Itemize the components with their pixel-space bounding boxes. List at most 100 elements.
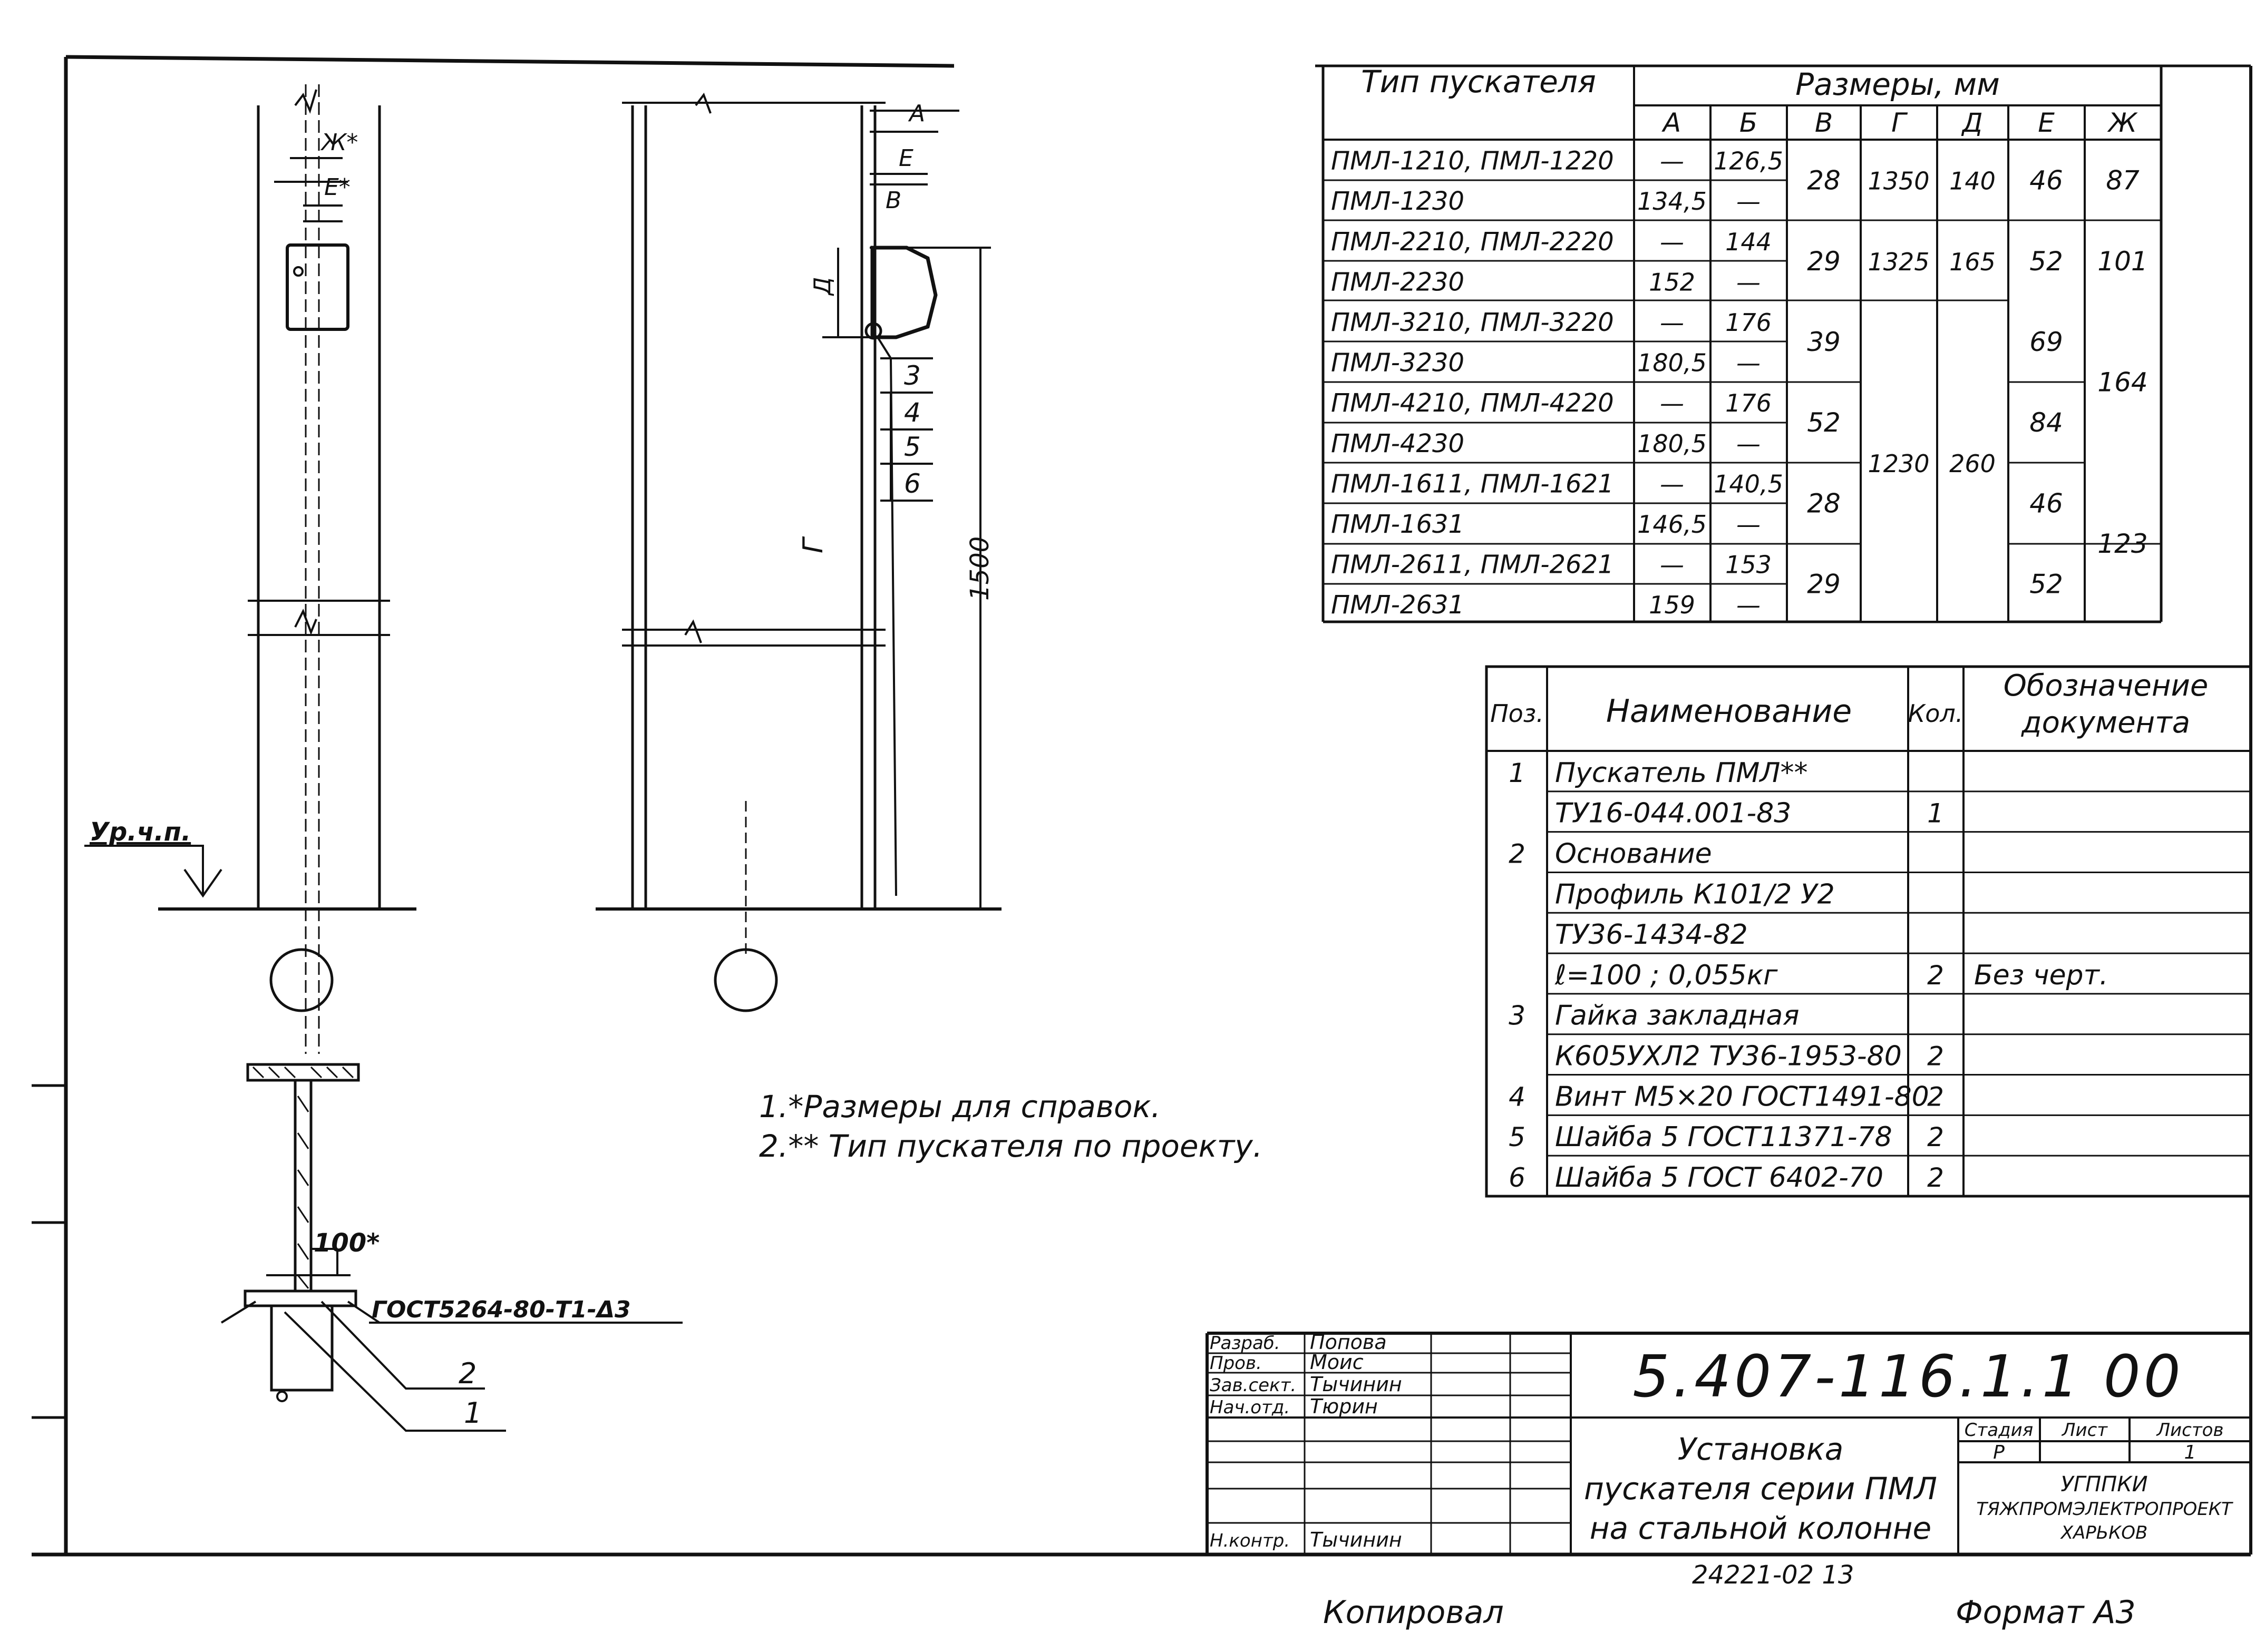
dim-zh-cell: 123 [2097, 529, 2147, 559]
spec-pos-cell: 6 [1509, 1162, 1525, 1193]
ground-terminal-circle [714, 948, 778, 1012]
dim-g-cell: 1350 [1868, 167, 1929, 195]
spec-qty-cell: 2 [1927, 1081, 1944, 1112]
spec-qty-cell: 1 [1927, 798, 1944, 829]
signature-role: Н.контр. [1210, 1530, 1290, 1551]
spec-name-cell: Основание [1555, 838, 1712, 869]
callout-4: 4 [904, 397, 921, 428]
weld-note: ГОСТ5264-80-Т1-Δ3 [372, 1296, 631, 1323]
dim-b-cell: 176 [1725, 308, 1772, 337]
starter-type-cell: ПМЛ-4210, ПМЛ-4220 [1331, 388, 1614, 418]
starter-type-cell: ПМЛ-2230 [1331, 267, 1464, 297]
dim-e-cell: 52 [2029, 569, 2063, 600]
col-v: В [1815, 107, 1833, 138]
signature-name: Моис [1310, 1351, 1364, 1374]
spec-header-doc-1: Обозначение [2004, 669, 2209, 703]
sheets-value: 1 [2184, 1442, 2196, 1463]
signature-role: Нач.отд. [1210, 1397, 1290, 1418]
spec-header-qty: Кол. [1908, 699, 1963, 728]
spec-header-pos: Поз. [1490, 699, 1544, 728]
starter-type-cell: ПМЛ-4230 [1331, 429, 1464, 458]
spec-name-cell: Шайба 5 ГОСТ 6402-70 [1555, 1162, 1883, 1194]
spec-name-cell: Винт М5×20 ГОСТ1491-80 [1555, 1081, 1929, 1112]
org-line-3: ХАРЬКОВ [2060, 1522, 2148, 1543]
stage-label: Стадия [1965, 1420, 2033, 1441]
spec-pos-cell: 4 [1509, 1081, 1525, 1112]
side-dim-a: А [908, 100, 925, 127]
dim-v-cell: 52 [1807, 407, 1841, 438]
signature-role: Разраб. [1210, 1333, 1280, 1354]
dim-d-cell: 165 [1949, 248, 1996, 276]
spec-pos-cell: 3 [1509, 1001, 1525, 1031]
dim-e-cell: 52 [2029, 246, 2063, 277]
signature-role: Зав.сект. [1210, 1375, 1296, 1396]
spec-qty-cell: 2 [1927, 960, 1944, 991]
dim-a-cell: 180,5 [1637, 349, 1707, 377]
spec-pos-cell: 1 [1509, 758, 1525, 788]
spec-qty-cell: 2 [1927, 1122, 1944, 1152]
dim-d-cell: 260 [1949, 449, 1996, 478]
dim-b-cell: 140,5 [1714, 470, 1783, 498]
org-line-1: УГППКИ [2060, 1472, 2147, 1497]
dim-a-cell: 159 [1649, 591, 1695, 619]
side-view: А Е В Д Г 1500 3 4 5 6 [596, 92, 1002, 1012]
stage-value: Р [1993, 1442, 2005, 1463]
sheet-label: Лист [2061, 1420, 2108, 1441]
spec-qty-cell: 2 [1927, 1162, 1944, 1193]
spec-name-cell: ТУ36-1434-82 [1555, 919, 1748, 951]
dim-a-cell: — [1660, 147, 1684, 175]
title-line-2: пускателя серии ПМЛ [1584, 1471, 1937, 1507]
col-d: Д [1961, 107, 1982, 138]
spec-name-cell: Пускатель ПМЛ** [1555, 757, 1808, 789]
dimensions-table-merged-values: 2829395228291350132512301401652604652698… [1807, 165, 2148, 600]
col-header-type: Тип пускателя [1361, 64, 1596, 100]
note-1: 1.*Размеры для справок. [759, 1089, 1161, 1125]
spec-pos-cell: 2 [1509, 838, 1525, 869]
col-e: Е [2038, 107, 2055, 138]
section-dim-width: 100* [314, 1228, 380, 1258]
spec-name-cell: ℓ=100 ; 0,055кг [1554, 960, 1778, 991]
dim-b-cell: — [1736, 510, 1761, 539]
callout-3: 3 [904, 360, 921, 391]
side-dim-v: В [886, 187, 901, 214]
dim-e-cell: 84 [2029, 407, 2063, 438]
dim-zh-cell: 164 [2097, 367, 2147, 398]
dim-a-cell: — [1660, 470, 1684, 498]
starter-type-cell: ПМЛ-3210, ПМЛ-3220 [1331, 308, 1614, 337]
section-bolt-head [276, 1391, 288, 1402]
callout-5: 5 [904, 432, 921, 462]
sheet-frame [32, 55, 2252, 1557]
note-2: 2.** Тип пускателя по проекту. [759, 1128, 1262, 1164]
archive-number: 24221-02 13 [1692, 1560, 1854, 1590]
side-dim-e: Е [899, 145, 913, 172]
starter-type-cell: ПМЛ-3230 [1331, 348, 1464, 378]
dim-zh-cell: 101 [2097, 246, 2147, 277]
signature-name: Попова [1310, 1331, 1387, 1354]
dim-a-cell: — [1660, 228, 1684, 256]
level-label: Ур.ч.п. [90, 817, 191, 847]
dim-a-cell: — [1660, 389, 1684, 417]
col-zh: Ж [2107, 107, 2138, 138]
spec-doc-cell: Без черт. [1974, 960, 2108, 991]
sheets-label: Листов [2155, 1420, 2223, 1441]
title-block: 5.407-116.1.1 00 Установка пускателя сер… [1206, 1331, 2251, 1555]
copied-label: Копировал [1323, 1594, 1504, 1631]
notes: 1.*Размеры для справок. 2.** Тип пускате… [759, 1089, 1262, 1164]
signature-name: Тычинин [1310, 1528, 1402, 1551]
front-dim-e: Е* [324, 174, 351, 201]
title-line-3: на стальной колонне [1590, 1510, 1932, 1546]
starter-type-cell: ПМЛ-1230 [1331, 187, 1464, 216]
front-dim-zh: Ж* [320, 129, 358, 156]
starter-type-cell: ПМЛ-1611, ПМЛ-1621 [1331, 469, 1614, 498]
mounting-hole-mark [293, 266, 304, 277]
dim-a-cell: 152 [1649, 268, 1695, 296]
doc-number: 5.407-116.1.1 00 [1632, 1343, 2183, 1410]
col-header-group: Размеры, мм [1795, 66, 2000, 102]
dim-v-cell: 29 [1807, 246, 1841, 277]
spec-name-cell: Гайка закладная [1555, 1000, 1800, 1032]
dim-b-cell: 144 [1725, 228, 1772, 256]
dim-b-cell: — [1736, 349, 1761, 377]
col-header-type-text: Тип пускателя [1361, 64, 1596, 100]
